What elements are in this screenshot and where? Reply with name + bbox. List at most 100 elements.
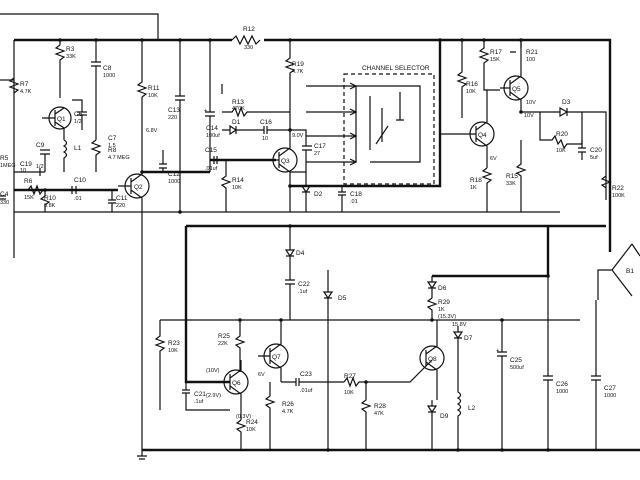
label-r6-val: 15K <box>24 195 34 201</box>
transistor-q1-leads <box>42 107 65 140</box>
bridge-rectifier-b1 <box>597 243 640 300</box>
resistor-r15 <box>515 140 527 212</box>
label-c12-ref: C12 <box>168 171 180 178</box>
transistor-q2-leads <box>118 172 143 212</box>
transistor-q5-leads <box>500 40 522 112</box>
label-r6-ref: R6 <box>24 178 33 185</box>
selector-arrows <box>349 82 358 166</box>
label-r13-val: 470K <box>232 106 245 112</box>
resistor-r7 <box>8 77 20 94</box>
label-c18-val: .01 <box>350 199 358 205</box>
resistor-r28 <box>360 382 372 450</box>
capacitor-c21 <box>182 382 230 411</box>
label-r14-ref: R14 <box>232 177 244 184</box>
capacitor-c16 <box>258 126 290 134</box>
label-r11-ref: R11 <box>148 85 160 92</box>
resistor-r10 <box>39 190 51 212</box>
capacitor-c18 <box>338 186 346 212</box>
label-q8: Q8 <box>428 356 437 363</box>
capacitor-c15 <box>213 156 218 164</box>
resistor-r6 <box>27 184 44 196</box>
label-r16-ref: R16 <box>466 81 478 88</box>
label-r13-ref: R13 <box>232 99 244 106</box>
label-r28-val: 47K <box>374 411 384 417</box>
label-r18-ref: R18 <box>470 177 482 184</box>
label-r20-ref: R20 <box>556 131 568 138</box>
label-q8-voltage: (15.3V) <box>438 314 456 320</box>
label-c12-val: 1000 <box>168 179 180 185</box>
label-d3: D3 <box>562 99 571 106</box>
label-r10-val: 6.8K <box>44 203 56 209</box>
capacitor-c14 <box>205 40 215 172</box>
label-c22-val: .1uf <box>298 289 308 295</box>
diode-d7 <box>452 326 464 372</box>
label-c9-val: 1/2 <box>36 164 44 170</box>
selector-inner <box>369 92 404 150</box>
channel-selector-box <box>343 73 435 185</box>
label-q6: Q6 <box>232 380 241 387</box>
transistor-q8-leads <box>425 320 438 400</box>
label-r22-ref: R22 <box>612 185 624 192</box>
label-c18-ref: C18 <box>350 191 362 198</box>
label-q5-voltage-b: 10V <box>524 113 534 119</box>
capacitor-c11 <box>108 190 116 212</box>
label-c25-val: 500uf <box>510 365 524 371</box>
capacitor-c10 <box>71 186 77 194</box>
label-r23-val: 10K <box>168 348 178 354</box>
label-c10-ref: C10 <box>74 177 86 184</box>
label-c19-ref: C19 <box>20 161 32 168</box>
resistor-r25 <box>234 320 246 372</box>
resistor-r3 <box>54 44 66 98</box>
label-r12-val: 330 <box>244 45 253 51</box>
label-q2-voltage: 6.8V <box>146 128 158 134</box>
label-q7: Q7 <box>272 354 281 361</box>
wire <box>0 13 159 40</box>
label-c25-plus: + <box>496 348 499 354</box>
label-q3-voltage: 9.0V <box>292 133 304 139</box>
junctions <box>43 38 550 452</box>
transistor-q3-leads <box>276 130 291 212</box>
label-r24-val: 10K <box>246 427 256 433</box>
resistor-r14 <box>220 160 232 212</box>
label-q5-voltage: 10V <box>526 100 536 106</box>
label-r25-ref: R25 <box>218 333 230 340</box>
diode-d4 <box>284 226 296 270</box>
label-r12-ref: R12 <box>243 26 255 33</box>
label-c14-ref: C14 <box>206 125 218 132</box>
capacitor-c9 <box>40 149 50 172</box>
label-c11-ref: C11 <box>116 195 128 202</box>
label-r7-ref: R7 <box>20 81 29 88</box>
label-c21-ref: C21 <box>194 391 206 398</box>
label-c26-ref: C26 <box>556 381 568 388</box>
label-c7-ref: C7 <box>108 135 117 142</box>
label-c27-val: 1000 <box>604 393 616 399</box>
label-c7-val: 1.5 <box>108 143 116 149</box>
label-c17-val: 27 <box>314 151 320 157</box>
label-r15-val: 33K <box>506 181 516 187</box>
capacitor-c27 <box>591 300 601 450</box>
label-r5-val: 1MEG <box>0 163 16 169</box>
label-l1: L1 <box>74 145 82 152</box>
label-l2: L2 <box>468 405 476 412</box>
label-c26-val: 1000 <box>556 389 568 395</box>
label-r21-ref: R21 <box>526 49 538 56</box>
label-d5: D5 <box>338 295 347 302</box>
label-c27-ref: C27 <box>604 385 616 392</box>
label-c20-ref: C20 <box>590 147 602 154</box>
resistor-r13 <box>221 84 290 118</box>
transistor-q6-leads <box>229 360 242 420</box>
capacitor-c4 <box>0 195 6 200</box>
capacitor-c23 <box>281 378 344 386</box>
selector-leads <box>306 85 421 163</box>
label-c19-val: 10 <box>20 168 26 174</box>
resistor-r21 <box>510 40 522 53</box>
transistor-q6 <box>223 369 249 395</box>
capacitor-c17 <box>290 129 312 173</box>
label-q2: Q2 <box>134 184 143 191</box>
label-c6-val: 1/2 <box>74 119 82 125</box>
label-r20-val: 10K <box>556 148 566 154</box>
label-r25-val: 22K <box>218 341 228 347</box>
label-c15-val: .01uf <box>205 166 218 172</box>
diode-d3 <box>521 106 607 200</box>
label-c16-val: 10 <box>262 136 268 142</box>
